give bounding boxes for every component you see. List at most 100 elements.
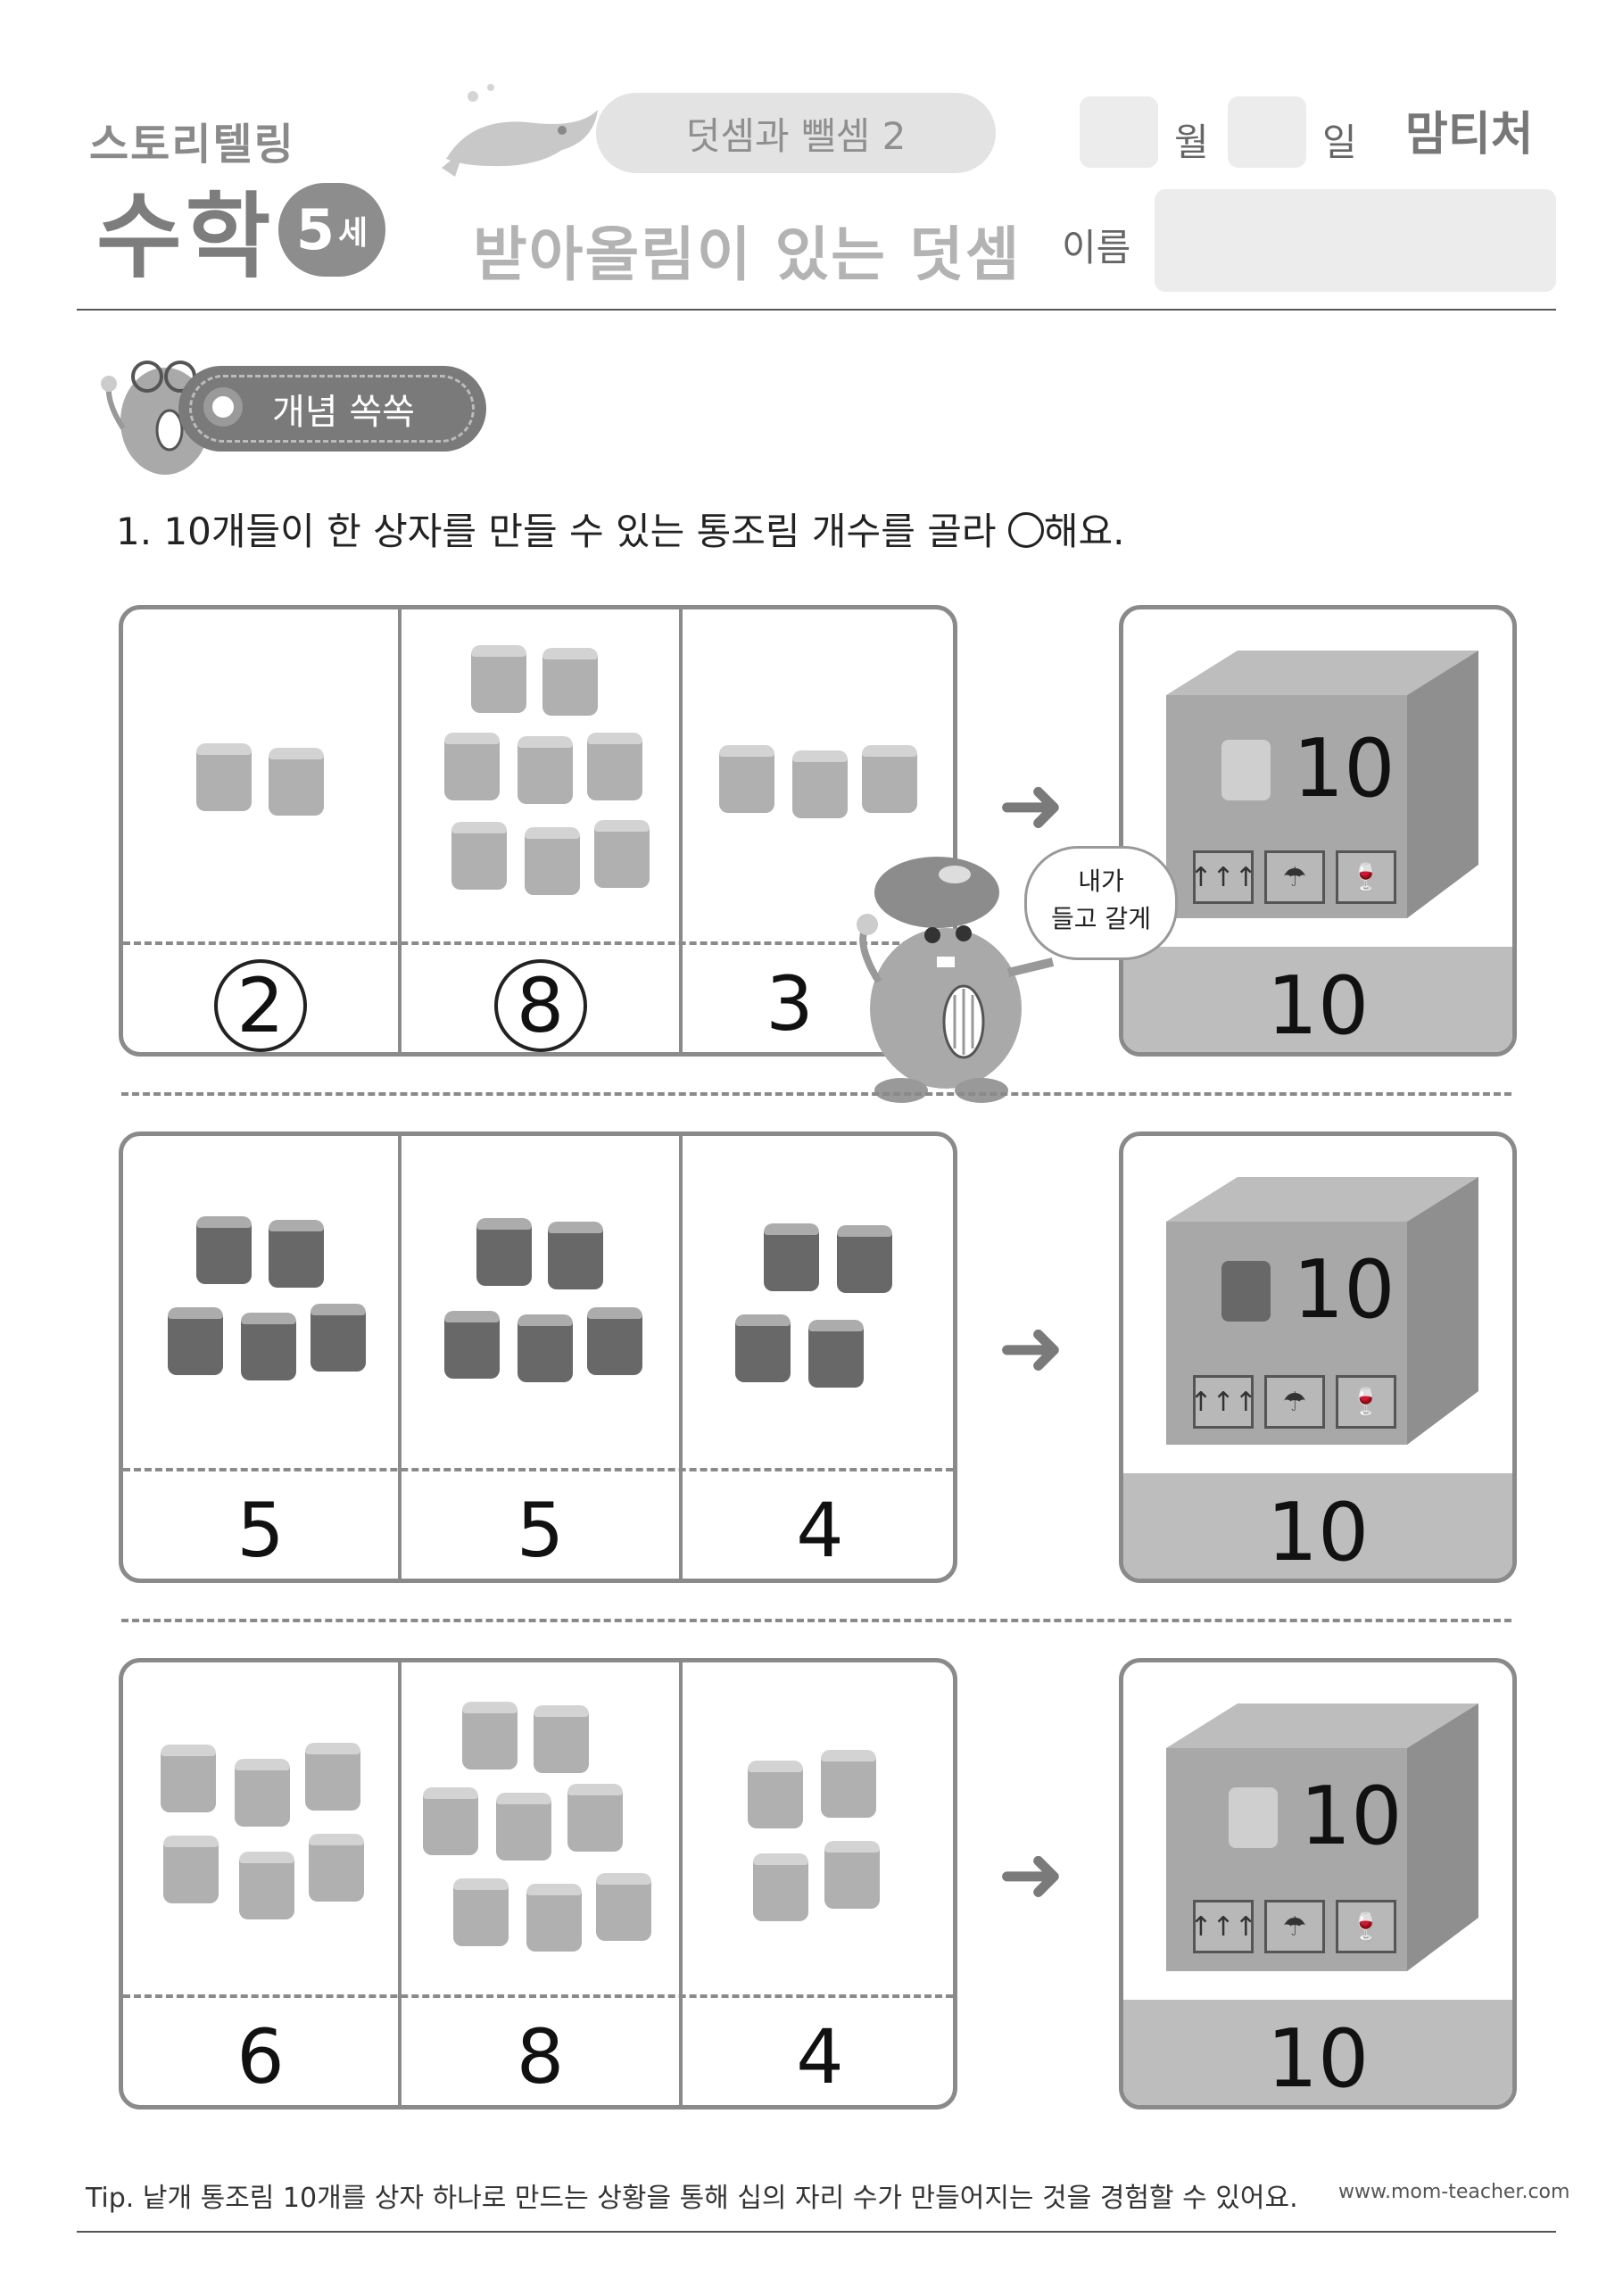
count-value: 4 <box>796 1487 844 1574</box>
can-icon <box>735 1314 791 1382</box>
mascot-cap-icon <box>857 857 1055 1103</box>
count-cell-3-3[interactable]: 4 <box>683 2019 953 2094</box>
this-way-up-icon: ↑↑↑ <box>1189 850 1257 904</box>
box-result: 10 <box>1266 2012 1370 2106</box>
can-icon <box>824 1841 880 1909</box>
cell-divider <box>398 1136 402 1579</box>
count-value: 5 <box>516 1487 565 1574</box>
cell-divider <box>679 609 683 1052</box>
count-cell-3-2[interactable]: 8 <box>402 2019 679 2094</box>
box-result-area <box>1123 1473 1512 1579</box>
age-suffix: 세 <box>338 214 368 252</box>
can-icon <box>161 1745 216 1812</box>
cell-divider <box>398 1662 402 2105</box>
fragile-icon: 🍷 <box>1336 1900 1396 1953</box>
can-icon <box>269 1220 324 1288</box>
can-icon <box>269 748 324 816</box>
cell-divider <box>679 1136 683 1579</box>
can-icon <box>526 1884 582 1952</box>
count-value: 3 <box>766 960 814 1048</box>
can-icon <box>496 1793 551 1861</box>
count-cell-3-1[interactable]: 6 <box>123 2019 398 2094</box>
count-cell-2-3[interactable]: 4 <box>683 1493 953 1568</box>
can-icon <box>862 745 917 813</box>
this-way-up-icon: ↑↑↑ <box>1189 1375 1257 1429</box>
fragile-icon: 🍷 <box>1336 1375 1396 1429</box>
can-icon <box>311 1304 366 1372</box>
box-result-area <box>1123 947 1512 1052</box>
box-can-icon <box>1221 740 1271 800</box>
can-icon <box>453 1878 509 1946</box>
can-icon <box>719 745 774 813</box>
arrow-right-icon: ➜ <box>998 758 1065 852</box>
can-group-panel-2: 5 5 4 <box>119 1131 957 1583</box>
can-icon <box>451 822 507 890</box>
row-separator <box>121 1619 1511 1622</box>
logo-storytelling: 스토리텔링 <box>89 120 295 170</box>
count-value: 8 <box>516 2013 565 2101</box>
can-group-panel-1: 2 8 3 <box>119 605 957 1057</box>
website-link[interactable]: www.mom-teacher.com <box>1338 2181 1570 2203</box>
can-icon <box>471 645 526 713</box>
can-icon <box>808 1320 864 1388</box>
can-icon <box>168 1307 223 1375</box>
can-icon <box>518 1314 573 1382</box>
can-icon <box>241 1313 296 1380</box>
box-panel-1: 10 ↑↑↑ ☂ 🍷 10 <box>1119 605 1517 1057</box>
box-result-area <box>1123 2000 1512 2105</box>
arrow-right-icon: ➜ <box>998 1828 1065 1921</box>
can-icon <box>525 827 580 895</box>
count-divider <box>123 941 953 945</box>
count-value: 8 <box>493 959 587 1052</box>
footer-divider <box>77 2231 1556 2233</box>
count-cell-1-2[interactable]: 8 <box>402 959 679 1052</box>
can-icon <box>837 1225 892 1293</box>
can-icon <box>163 1836 219 1903</box>
speech-line-1: 내가 <box>1078 866 1124 896</box>
name-input[interactable] <box>1155 189 1556 292</box>
count-cell-2-1[interactable]: 5 <box>123 1493 398 1568</box>
count-cell-1-3[interactable]: 3 <box>683 966 897 1041</box>
can-icon <box>309 1834 364 1902</box>
box-panel-3: 10 ↑↑↑ ☂ 🍷 10 <box>1119 1658 1517 2110</box>
box-can-icon <box>1221 1261 1271 1322</box>
month-label: 월 <box>1174 120 1209 164</box>
can-icon <box>462 1702 518 1770</box>
box-panel-2: 10 ↑↑↑ ☂ 🍷 10 <box>1119 1131 1517 1583</box>
count-divider <box>123 1468 953 1471</box>
can-icon <box>444 733 500 800</box>
banner-bullet-icon <box>203 387 243 427</box>
count-divider <box>123 1994 953 1998</box>
topic-pill: 덧셈과 뺄셈 2 <box>596 93 996 173</box>
can-icon <box>764 1223 819 1291</box>
can-icon <box>548 1222 603 1289</box>
can-icon <box>534 1705 589 1773</box>
can-icon <box>596 1873 651 1941</box>
cell-divider <box>679 1662 683 2105</box>
box-can-icon <box>1229 1787 1278 1848</box>
can-icon <box>567 1784 623 1852</box>
can-icon <box>821 1750 876 1818</box>
header-divider <box>77 309 1556 311</box>
day-input[interactable] <box>1228 96 1306 168</box>
box-capacity: 10 <box>1293 722 1395 816</box>
logo-math: 수학 <box>96 182 275 291</box>
speech-line-2: 들고 갈게 <box>1051 904 1151 933</box>
row-separator <box>121 1092 1511 1096</box>
this-way-up-icon: ↑↑↑ <box>1189 1900 1257 1953</box>
whale-icon <box>442 84 598 177</box>
can-icon <box>235 1759 290 1827</box>
question-text: 1. 10개들이 한 상자를 만들 수 있는 통조림 개수를 골라 해요. <box>116 501 1124 556</box>
can-icon <box>423 1787 478 1855</box>
brand-logo: 맘티처 <box>1405 108 1534 162</box>
count-cell-2-2[interactable]: 5 <box>402 1493 679 1568</box>
count-value: 6 <box>236 2013 285 2101</box>
count-value: 5 <box>236 1487 285 1574</box>
box-result: 10 <box>1266 1486 1370 1579</box>
section-label: 개념 쏙쏙 <box>189 375 475 443</box>
month-input[interactable] <box>1080 96 1158 168</box>
can-icon <box>748 1761 803 1828</box>
count-value: 4 <box>796 2013 844 2101</box>
can-icon <box>196 1216 252 1284</box>
count-cell-1-1[interactable]: 2 <box>123 959 398 1052</box>
